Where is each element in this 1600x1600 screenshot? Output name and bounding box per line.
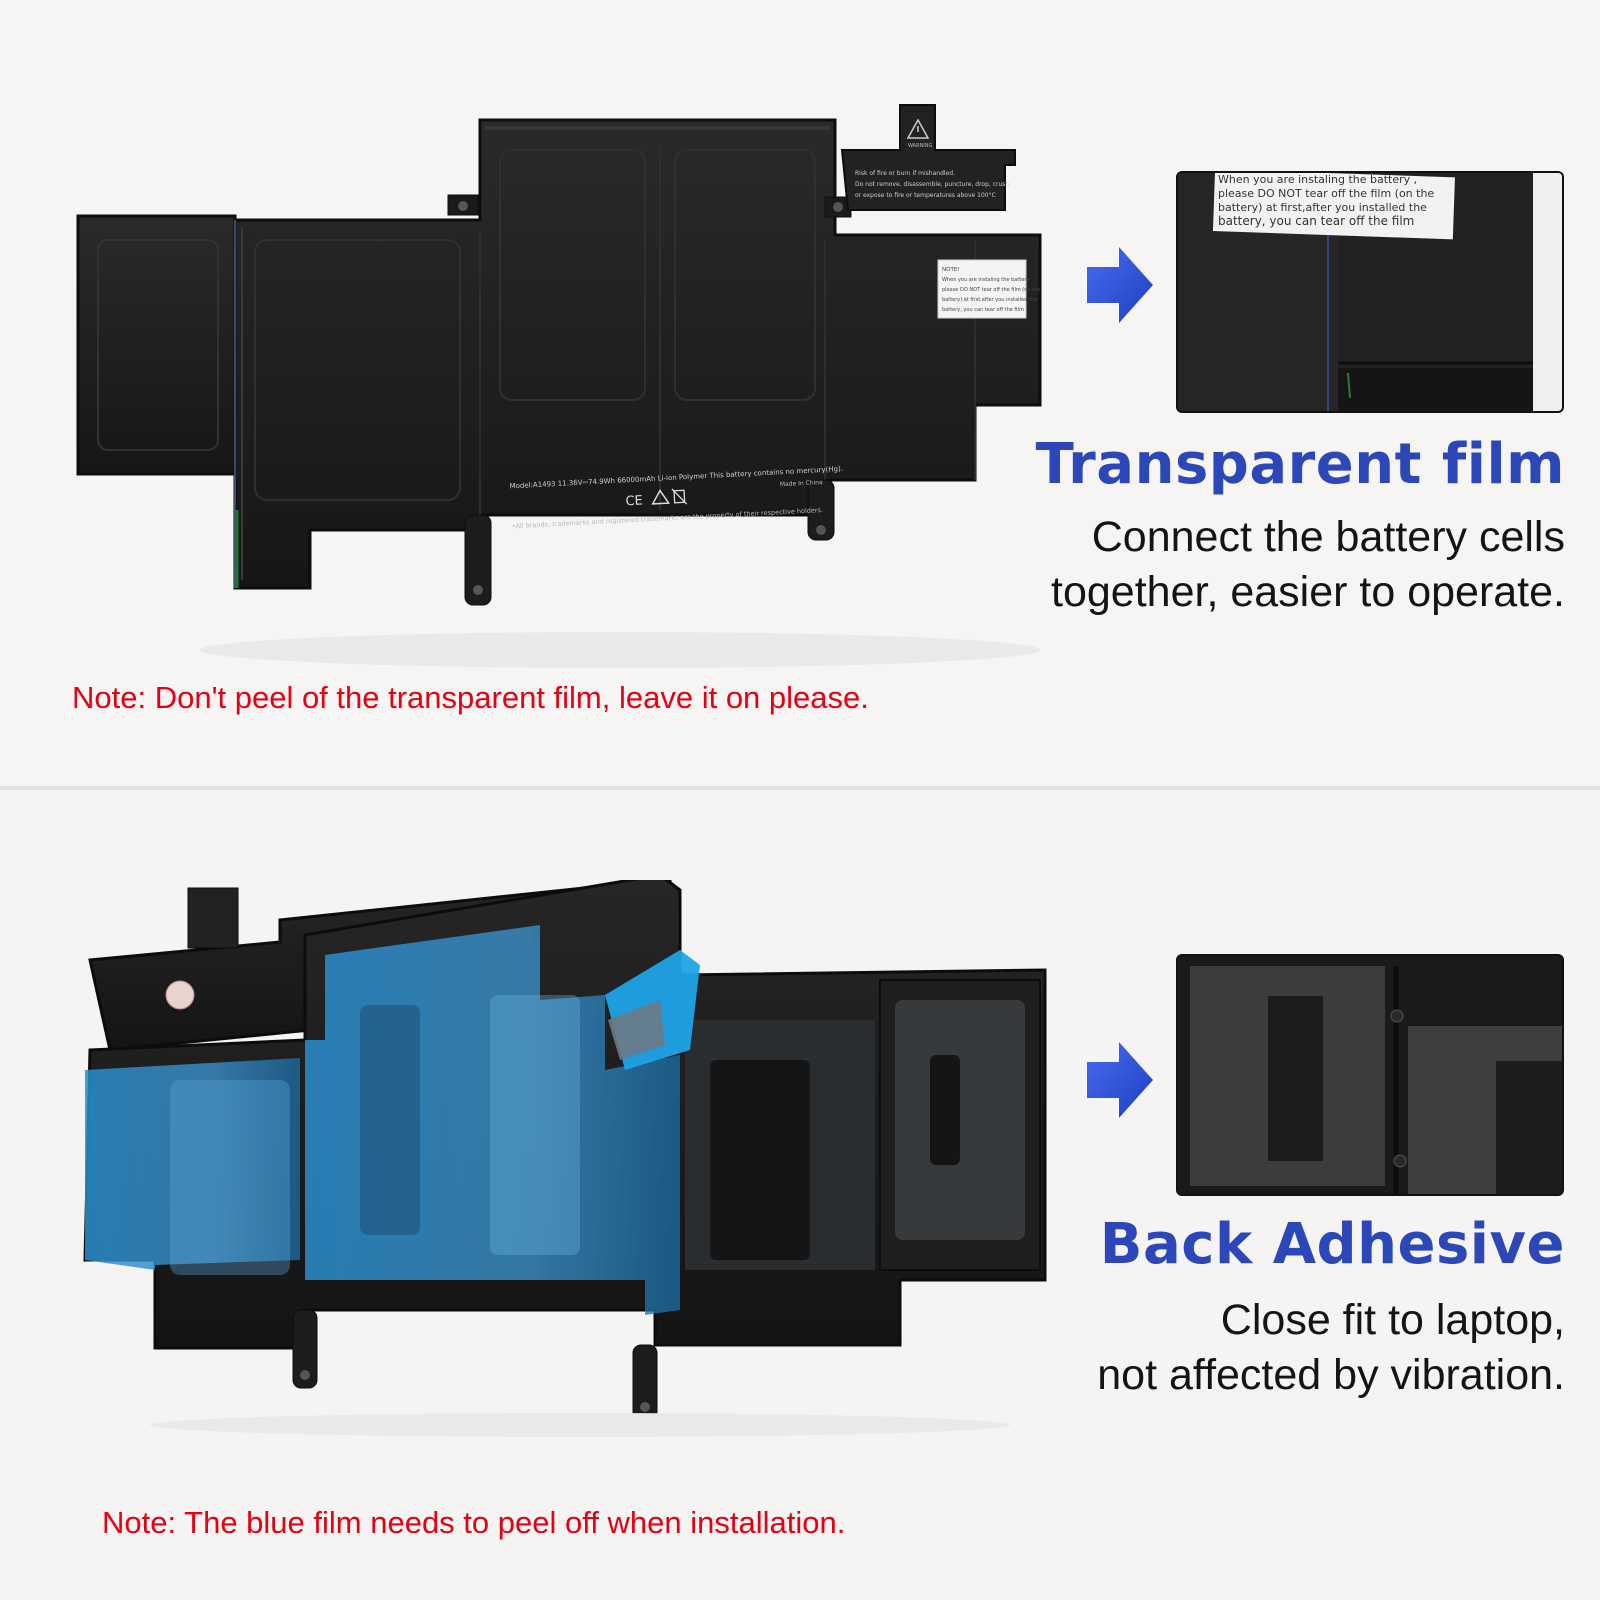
warning-heading: WARNING — [908, 143, 933, 149]
battery-cell-left — [76, 214, 237, 476]
back-adhesive-description: Close fit to laptop, not affected by vib… — [1097, 1293, 1565, 1403]
section-divider — [0, 786, 1600, 790]
desc-line: not affected by vibration. — [1097, 1351, 1565, 1399]
ce-mark-icon: CE — [625, 493, 643, 509]
back-adhesive-note: Note: The blue film needs to peel off wh… — [102, 1505, 846, 1540]
back-adhesive-title: Back Adhesive — [1099, 1212, 1565, 1277]
battery-top-view: WARNING Risk of fire or burn if mishandl… — [76, 104, 1042, 668]
transparent-film-title: Transparent film — [1035, 432, 1565, 497]
transparent-film-zoom: When you are instaling the battery , ple… — [1176, 171, 1564, 413]
back-adhesive-zoom — [1176, 954, 1564, 1196]
zoom-sticker-2: battery) at first,after you installed th… — [1218, 201, 1427, 214]
small-note-4: battery, you can tear off the film — [942, 307, 1024, 313]
warning-triangle-icon — [906, 118, 930, 139]
small-note-1: When you are instaling the battery — [942, 277, 1029, 283]
transparent-film-description: Connect the battery cells together, easi… — [1051, 510, 1565, 620]
arrow-right-icon — [1085, 245, 1155, 325]
bin-crossed-icon — [671, 488, 688, 505]
blue-film-left — [85, 1058, 300, 1270]
battery-back-view — [83, 880, 1047, 1437]
desc-line: Connect the battery cells — [1091, 513, 1565, 561]
zoom-sticker-3: battery, you can tear off the film — [1218, 214, 1414, 228]
svg-text:CE: CE — [625, 493, 643, 509]
zoom-sticker-0: When you are instaling the battery , — [1218, 173, 1417, 186]
note-sticker-small — [937, 259, 1027, 319]
warning-line-2: Do not remove, disassemble, puncture, dr… — [855, 181, 1011, 188]
zoom-sticker-1: please DO NOT tear off the film (on the — [1218, 187, 1434, 200]
arrow-right-icon — [1085, 1040, 1155, 1120]
small-note-3: battery) at first,after you installed th… — [942, 297, 1037, 303]
small-note-0: NOTE! — [942, 267, 959, 273]
warning-line-3: or expose to fire or temperatures above … — [855, 192, 996, 199]
desc-line: together, easier to operate. — [1051, 568, 1565, 616]
warning-line-1: Risk of fire or burn if mishandled. — [855, 170, 955, 177]
transparent-film-note: Note: Don't peel of the transparent film… — [72, 680, 869, 715]
desc-line: Close fit to laptop, — [1220, 1296, 1565, 1344]
battery-origin-label: Made In China — [780, 479, 824, 488]
warning-flap — [840, 104, 1016, 211]
recycle-icon — [651, 489, 671, 505]
small-note-2: please DO NOT tear off the film (on the — [942, 287, 1040, 293]
